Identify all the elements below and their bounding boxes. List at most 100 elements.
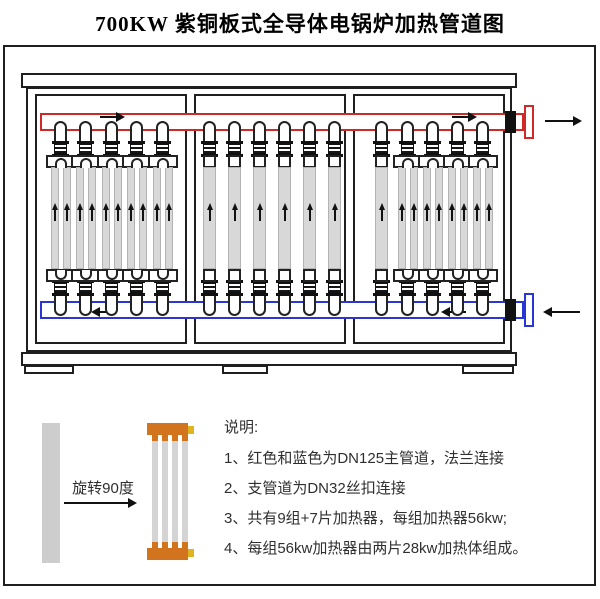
outlet-arrow-icon — [545, 116, 582, 126]
pipe-dome — [54, 294, 67, 316]
arrow-head — [88, 203, 95, 210]
heater-single — [268, 119, 302, 316]
arrow-head — [331, 203, 338, 210]
fitting-threads — [426, 283, 439, 293]
legend-header-tooth — [181, 542, 188, 549]
fitting-threads — [156, 144, 169, 154]
arrow-head — [306, 203, 313, 210]
legend-heater-tube — [181, 435, 188, 548]
pipe-dome — [375, 294, 388, 316]
fitting-cap — [154, 141, 171, 144]
pipe-dome — [253, 294, 266, 316]
arrow-stem — [476, 209, 478, 221]
inlet-arrow-icon — [543, 307, 580, 317]
fitting-cap — [77, 141, 94, 144]
heater-single — [218, 119, 252, 316]
fitting-threads — [451, 283, 464, 293]
arrow-head — [153, 203, 160, 210]
fitting-threads — [303, 144, 316, 154]
heater-group — [466, 119, 500, 316]
arrow-head — [448, 203, 455, 210]
cabinet-foot-middle — [222, 365, 268, 374]
heater-single — [243, 119, 277, 316]
fitting-cap — [399, 141, 416, 144]
arrow-head — [281, 203, 288, 210]
arrow-stem — [54, 209, 56, 221]
arrow-head — [127, 203, 134, 210]
drawing-frame — [3, 45, 596, 586]
fitting-cap — [251, 293, 268, 296]
flow-arrow-up-icon — [460, 203, 468, 221]
fitting-threads — [105, 283, 118, 293]
connector-sleeve — [328, 269, 341, 282]
arrow-stem — [66, 209, 68, 221]
supply-pipe-flange — [524, 105, 534, 139]
pipe-dome — [79, 294, 92, 316]
heater-group — [69, 119, 103, 316]
fitting-cap — [103, 293, 120, 296]
arrow-stem — [309, 209, 311, 221]
flow-arrow-up-icon — [114, 203, 122, 221]
fitting-threads — [476, 283, 489, 293]
fitting-cap — [226, 141, 243, 144]
arrow-head — [485, 203, 492, 210]
dome-arch — [106, 158, 118, 168]
fitting-threads — [451, 144, 464, 154]
arrow-head — [102, 203, 109, 210]
arrow-stem — [209, 209, 211, 221]
arrow-head — [398, 203, 405, 210]
arrow-head — [76, 203, 83, 210]
flow-arrow-up-icon — [331, 203, 339, 221]
pipe-dome — [303, 121, 316, 143]
heater-single — [193, 119, 227, 316]
connector-sleeve — [278, 269, 291, 282]
note-item-1: 1、红色和蓝色为DN125主管道，法兰连接 — [224, 450, 505, 467]
union-fitting — [276, 280, 293, 296]
flow-arrow-up-icon — [435, 203, 443, 221]
flow-arrow-up-icon — [231, 203, 239, 221]
union-fitting — [474, 280, 491, 296]
fitting-cap — [52, 141, 69, 144]
pipe-dome — [328, 121, 341, 143]
flow-arrow-up-icon — [51, 203, 59, 221]
dome-arch — [131, 158, 143, 168]
fitting-cap — [251, 141, 268, 144]
flow-arrow-up-icon — [153, 203, 161, 221]
fitting-threads — [156, 283, 169, 293]
union-fitting — [449, 280, 466, 296]
arrow-stem — [156, 209, 158, 221]
fitting-threads — [130, 144, 143, 154]
flow-arrow-up-icon — [398, 203, 406, 221]
dome-arch — [477, 158, 489, 168]
fitting-cap — [276, 141, 293, 144]
arrow-stem — [130, 209, 132, 221]
cabinet-top-cap — [21, 73, 517, 88]
heater-group — [146, 119, 180, 316]
cabinet-foot-right — [462, 365, 514, 374]
union-fitting — [128, 280, 145, 296]
arrow-head — [460, 203, 467, 210]
note-item-3: 3、共有9组+7片加热器，每组加热器56kw; — [224, 510, 507, 527]
fitting-threads — [401, 144, 414, 154]
legend-header-tooth — [161, 542, 168, 549]
flow-arrow-up-icon — [378, 203, 386, 221]
fitting-threads — [253, 144, 266, 154]
fitting-cap — [424, 141, 441, 144]
fitting-threads — [54, 144, 67, 154]
legend-heater-tube — [161, 435, 168, 548]
arrow-head — [378, 203, 385, 210]
fitting-threads — [476, 144, 489, 154]
arrow-head — [473, 203, 480, 210]
heater-single — [365, 119, 399, 316]
fitting-threads — [278, 283, 291, 293]
fitting-threads — [375, 144, 388, 154]
fitting-cap — [128, 141, 145, 144]
dome-arch — [55, 158, 67, 168]
arrow-stem — [168, 209, 170, 221]
union-fitting — [399, 280, 416, 296]
pipe-dome — [105, 294, 118, 316]
arrow-head — [423, 203, 430, 210]
flow-arrow-right-icon — [452, 112, 477, 122]
pipe-dome — [54, 121, 67, 143]
note-item-2: 2、支管道为DN32丝扣连接 — [224, 480, 406, 497]
